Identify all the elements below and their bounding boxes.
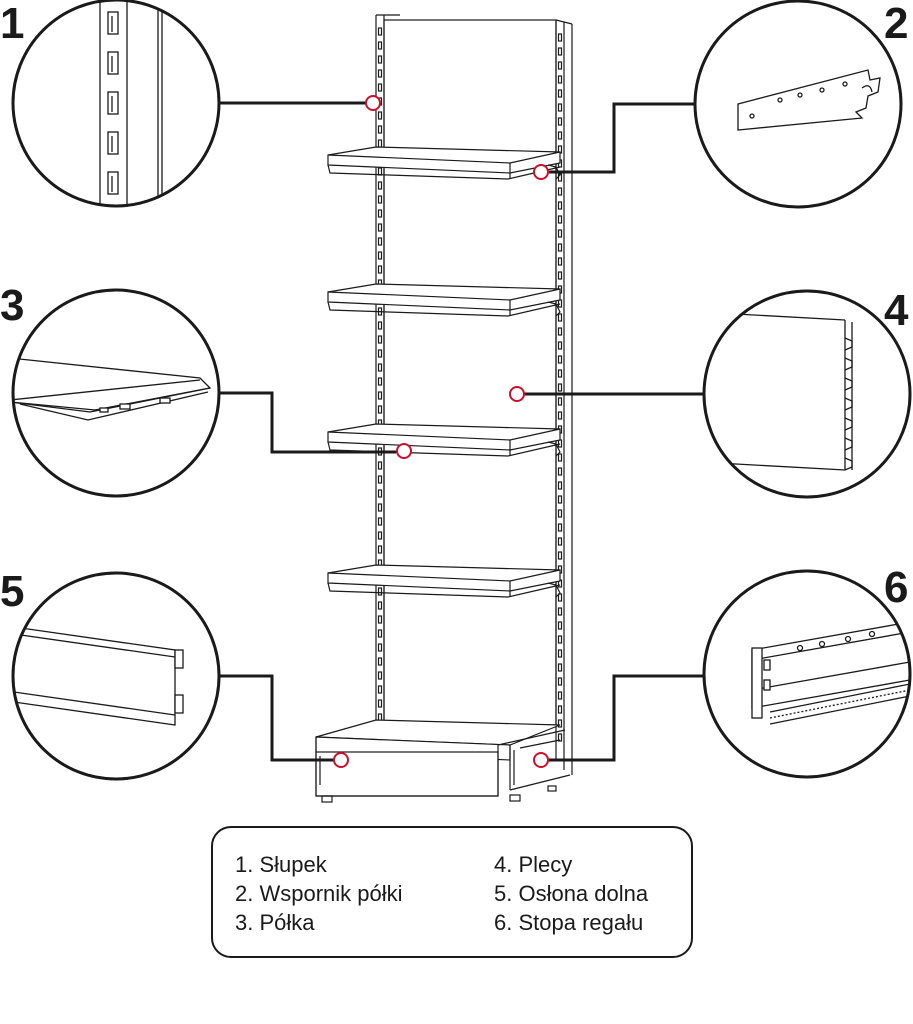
legend-item: 5. Osłona dolna: [494, 881, 649, 906]
detail-circle-bottom-cover: [11, 571, 221, 781]
shelf: [327, 564, 561, 598]
callout-number-2: 2: [884, 0, 909, 48]
marker-5: [333, 752, 349, 768]
legend-column-left: 1. Słupek 2. Wspornik półki 3. Półka: [235, 850, 403, 937]
legend-column-right: 4. Plecy 5. Osłona dolna 6. Stopa regału: [494, 850, 648, 937]
connector-3: [219, 391, 396, 454]
legend-item: 1. Słupek: [235, 852, 327, 877]
callout-number-6: 6: [884, 563, 909, 612]
right-upright-slots: [557, 33, 563, 742]
detail-circle-upright: [11, 0, 221, 208]
shelf: [327, 423, 561, 457]
shelving-unit: [315, 14, 573, 803]
marker-3: [396, 443, 412, 459]
marker-1: [365, 95, 381, 111]
detail-circle-back-panel: [702, 289, 912, 499]
shelf: [327, 283, 561, 317]
base-unit: [315, 719, 571, 797]
callout-number-1: 1: [0, 0, 25, 48]
connector-lines: [219, 101, 704, 762]
feet: [321, 785, 557, 803]
legend-box: 1. Słupek 2. Wspornik półki 3. Półka 4. …: [211, 826, 693, 958]
marker-4: [509, 386, 525, 402]
callout-number-3: 3: [0, 281, 25, 330]
back-panel: [383, 19, 557, 726]
legend-item: 2. Wspornik półki: [235, 881, 403, 906]
legend-item: 3. Półka: [235, 910, 315, 935]
connector-6: [548, 674, 704, 762]
right-upright: [555, 19, 573, 775]
callout-number-4: 4: [884, 286, 909, 335]
shelves: [327, 146, 561, 598]
shelf: [327, 146, 561, 180]
marker-6: [533, 752, 549, 768]
connector-5: [219, 674, 334, 762]
marker-2: [533, 164, 549, 180]
callout-number-5: 5: [0, 567, 25, 616]
markers: [333, 95, 549, 768]
legend-item: 4. Plecy: [494, 852, 573, 877]
connector-2: [549, 102, 695, 174]
detail-circle-bracket: [693, 0, 903, 209]
left-upright: [375, 14, 400, 740]
legend-item: 6. Stopa regału: [494, 910, 644, 935]
detail-circle-foot: [702, 569, 912, 779]
detail-circle-shelf: [11, 288, 221, 498]
left-upright-slots: [377, 27, 383, 722]
